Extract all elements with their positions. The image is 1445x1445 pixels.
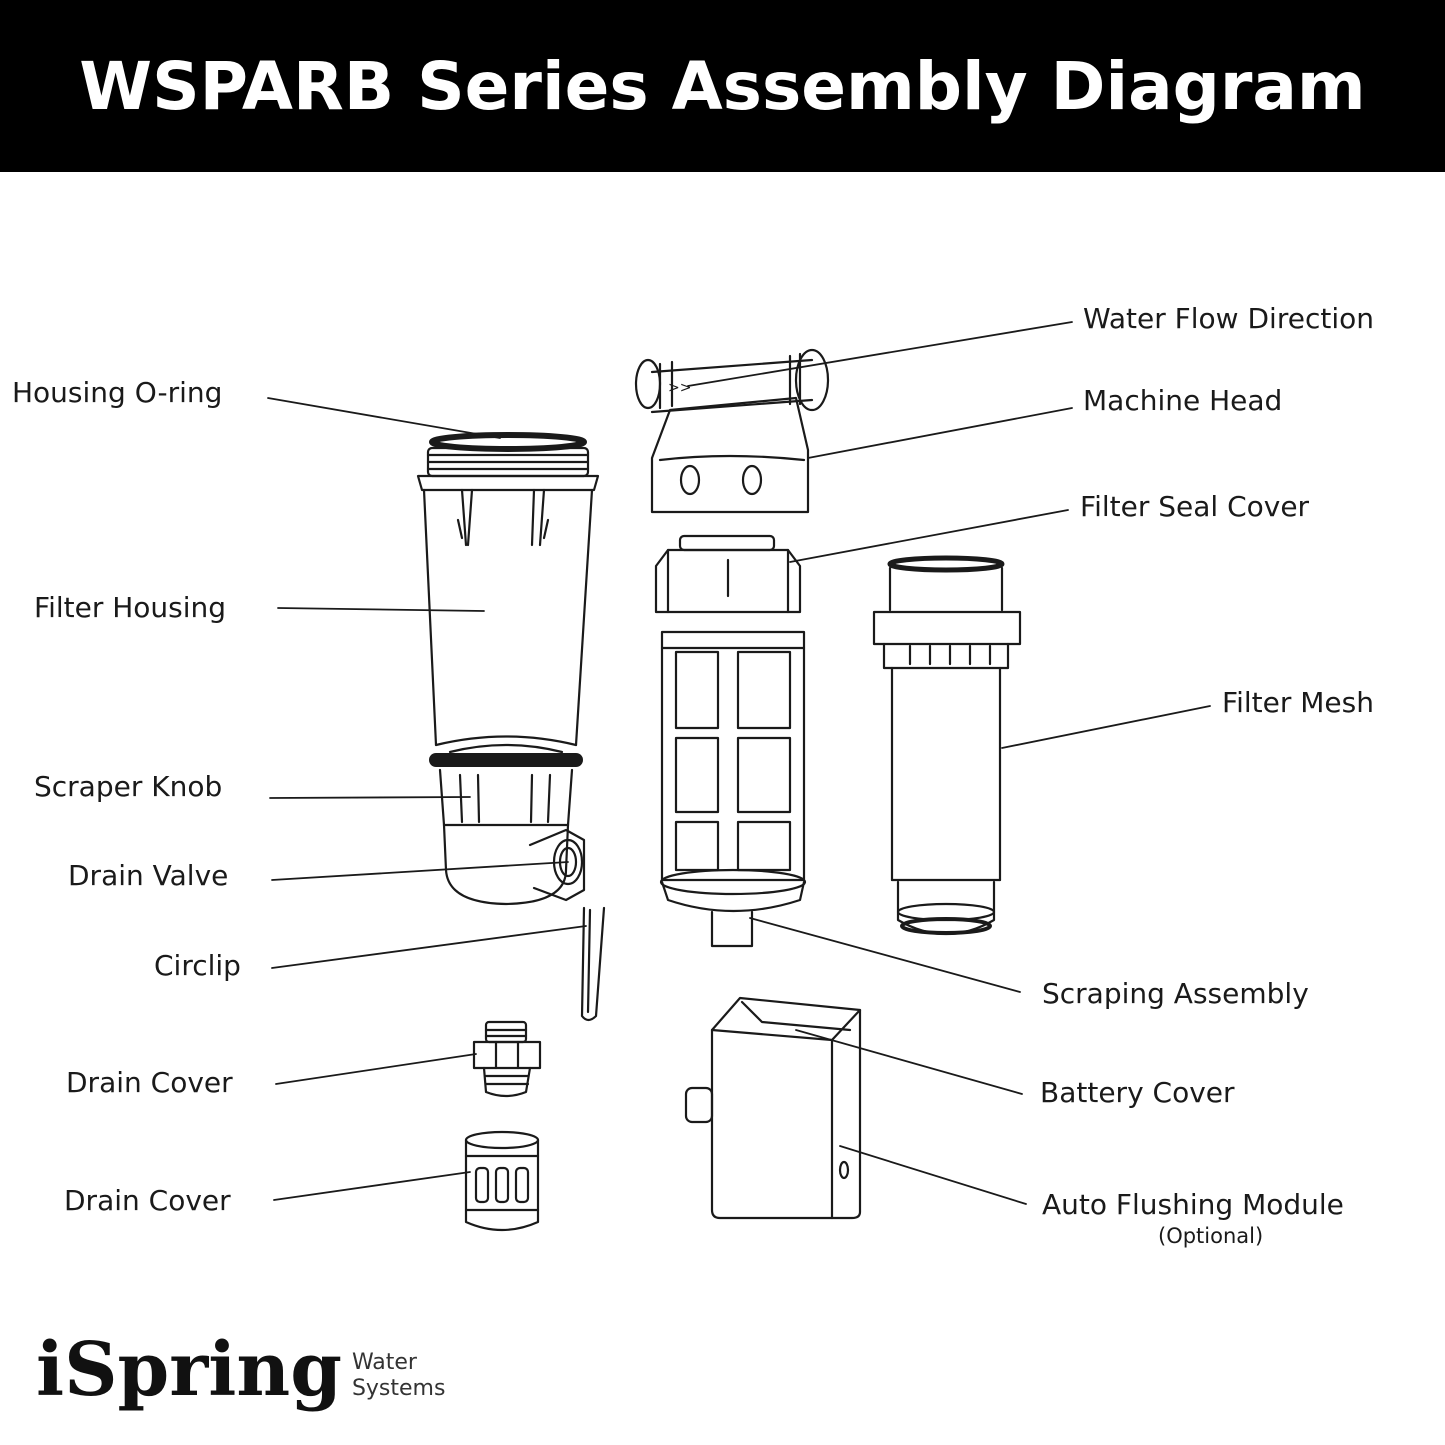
scraping-assembly-part [654,534,807,948]
brand-tagline: Water Systems [352,1350,446,1402]
brand-logo: iSpring Water Systems [36,1330,445,1410]
label-optional: (Optional) [1158,1224,1264,1248]
label-drain-valve: Drain Valve [68,859,229,892]
drain-cover-fitting [472,1020,542,1098]
brand-name: iSpring [36,1327,342,1413]
diagram-title: WSPARB Series Assembly Diagram [79,47,1366,125]
drain-cover-cap [464,1130,540,1232]
svg-text:>>: >> [668,380,691,396]
filter-housing-part [416,432,600,906]
label-housing-oring: Housing O-ring [12,376,223,409]
label-circlip: Circlip [154,949,241,982]
filter-mesh-part [872,555,1022,935]
label-filter-seal-cover: Filter Seal Cover [1080,490,1310,523]
label-filter-mesh: Filter Mesh [1222,686,1374,719]
auto-flushing-module-part [684,996,862,1220]
label-auto-flushing-module: Auto Flushing Module [1042,1188,1344,1221]
label-scraping-assembly: Scraping Assembly [1042,977,1309,1010]
label-drain-cover-2: Drain Cover [64,1184,231,1217]
label-filter-housing: Filter Housing [34,591,227,624]
title-bar: WSPARB Series Assembly Diagram [0,0,1445,172]
label-water-flow-direction: Water Flow Direction [1083,302,1374,335]
brand-line-2: Systems [351,1376,446,1401]
label-machine-head: Machine Head [1083,384,1283,417]
brand-line-1: Water [351,1350,417,1375]
leader-lines [267,321,1211,1205]
circlip-part [580,906,606,1022]
label-drain-cover-1: Drain Cover [66,1066,233,1099]
label-battery-cover: Battery Cover [1040,1076,1235,1109]
machine-head-part: >> [634,348,830,514]
label-scraper-knob: Scraper Knob [34,770,223,803]
